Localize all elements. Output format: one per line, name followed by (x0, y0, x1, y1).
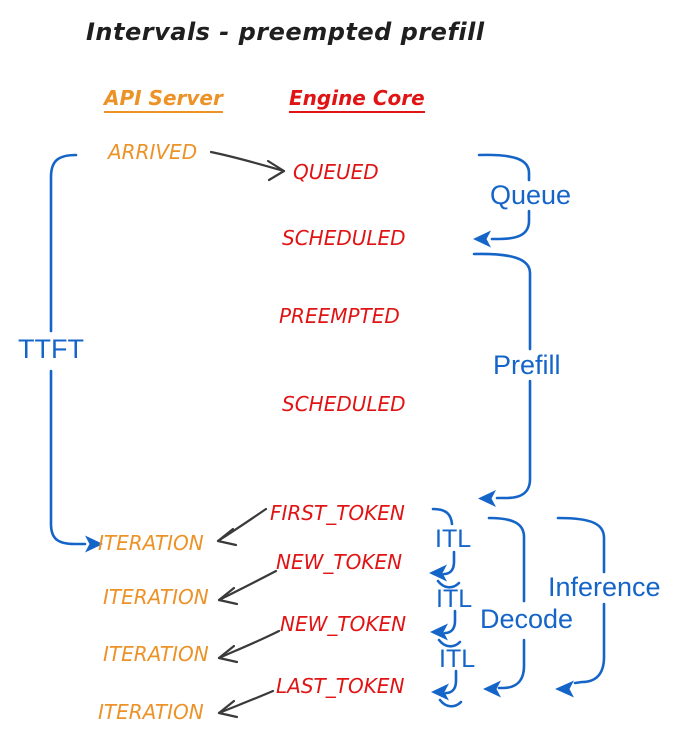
itl-bracket-1 (429, 507, 461, 589)
itl-bracket-2 (430, 609, 462, 648)
event-iteration-3: ITERATION (103, 642, 209, 666)
prefill-bracket (472, 252, 532, 507)
column-header-api-server: API Server (104, 88, 223, 113)
itl-arrowhead-2-icon (430, 623, 448, 641)
ttft-arrowhead-icon (85, 535, 103, 553)
event-iteration-1: ITERATION (98, 531, 204, 555)
arrow-last-token-to-iteration-4 (217, 689, 275, 719)
interval-label-itl-2: ITL (436, 585, 473, 613)
decode-bracket (483, 516, 526, 698)
interval-label-prefill: Prefill (493, 350, 561, 380)
arrow-new-token-1-to-iteration-2 (217, 569, 278, 606)
interval-label-queue: Queue (490, 180, 572, 210)
event-new-token-2: NEW_TOKEN (280, 612, 407, 636)
event-iteration-4: ITERATION (98, 700, 204, 724)
event-preempted: PREEMPTED (279, 304, 400, 328)
itl-bracket-3 (431, 669, 463, 708)
event-last-token: LAST_TOKEN (276, 674, 405, 698)
column-header-engine-core: Engine Core (289, 88, 425, 113)
interval-label-itl-3: ITL (439, 645, 476, 673)
queue-arrowhead-icon (473, 230, 491, 248)
itl-arrowhead-1-icon (429, 564, 447, 582)
arrow-first-token-to-iteration-1 (216, 507, 268, 547)
interval-label-decode: Decode (480, 604, 574, 634)
event-iteration-2: ITERATION (103, 585, 209, 609)
event-new-token-1: NEW_TOKEN (276, 550, 403, 574)
diagram-title: Intervals - preempted prefill (86, 18, 485, 46)
arrow-arrived-to-queued (209, 150, 286, 182)
event-scheduled-1: SCHEDULED (282, 226, 406, 250)
interval-label-itl-1: ITL (435, 525, 472, 553)
inference-bracket (555, 516, 606, 698)
itl-arrowhead-3-icon (431, 683, 449, 701)
event-scheduled-2: SCHEDULED (282, 392, 406, 416)
inference-arrowhead-icon (555, 680, 574, 698)
arrow-new-token-2-to-iteration-3 (217, 629, 281, 664)
queue-bracket (473, 153, 531, 248)
ttft-bracket (49, 153, 103, 553)
event-first-token: FIRST_TOKEN (270, 501, 405, 525)
prefill-arrowhead-icon (478, 490, 496, 507)
event-arrived: ARRIVED (108, 140, 198, 164)
event-queued: QUEUED (293, 160, 379, 184)
interval-label-ttft: TTFT (18, 334, 84, 364)
decode-arrowhead-icon (483, 680, 501, 698)
interval-label-inference: Inference (548, 572, 661, 602)
